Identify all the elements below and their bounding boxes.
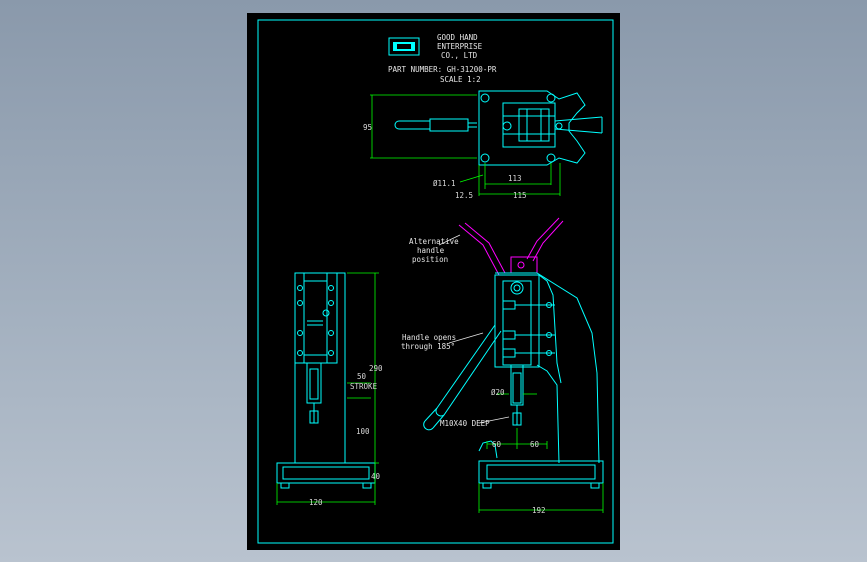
dim-113: 113 xyxy=(508,174,522,183)
dim-40: 40 xyxy=(371,472,381,481)
dim-120: 120 xyxy=(309,498,323,507)
front-view: 290 50 STROKE 100 40 120 xyxy=(276,272,383,507)
dim-290: 290 xyxy=(369,364,383,373)
thread-spec: M10X40 DEEP xyxy=(440,419,490,428)
title-block: GOOD HAND ENTERPRISE CO., LTD PART NUMBE… xyxy=(388,33,497,84)
dim-60-right: 60 xyxy=(530,440,540,449)
dim-192: 192 xyxy=(532,506,546,515)
drawing-sheet: GOOD HAND ENTERPRISE CO., LTD PART NUMBE… xyxy=(247,13,620,550)
company-name-line1: GOOD HAND xyxy=(437,33,478,42)
side-view: Alternative handle position Handle opens… xyxy=(401,217,604,515)
note-alternative-line1: Alternative xyxy=(409,237,459,246)
company-name-line3: CO., LTD xyxy=(441,51,478,60)
note-alternative-line2: handle xyxy=(417,246,445,255)
dim-115: 115 xyxy=(513,191,527,200)
dim-hole-diameter: Ø11.1 xyxy=(433,179,456,188)
dim-phi20: Ø20 xyxy=(491,388,505,397)
technical-drawing: GOOD HAND ENTERPRISE CO., LTD PART NUMBE… xyxy=(257,19,614,544)
company-name-line2: ENTERPRISE xyxy=(437,42,483,51)
stroke-label: STROKE xyxy=(350,382,378,391)
sheet-border xyxy=(257,19,614,544)
dim-60-left: 60 xyxy=(492,440,502,449)
part-number: PART NUMBER: GH-31200-PR xyxy=(388,65,497,74)
dim-95: 95 xyxy=(363,123,372,132)
scale-label: SCALE 1:2 xyxy=(440,75,481,84)
top-view: 95 Ø11.1 113 12.5 115 xyxy=(363,90,603,200)
dim-50: 50 xyxy=(357,372,367,381)
company-logo-icon xyxy=(388,37,420,56)
dim-12-5: 12.5 xyxy=(455,191,473,200)
dim-100: 100 xyxy=(356,427,370,436)
note-handle-opens-line2: through 185° xyxy=(401,342,455,351)
note-alternative-line3: position xyxy=(412,255,448,264)
note-handle-opens-line1: Handle opens xyxy=(402,333,456,342)
